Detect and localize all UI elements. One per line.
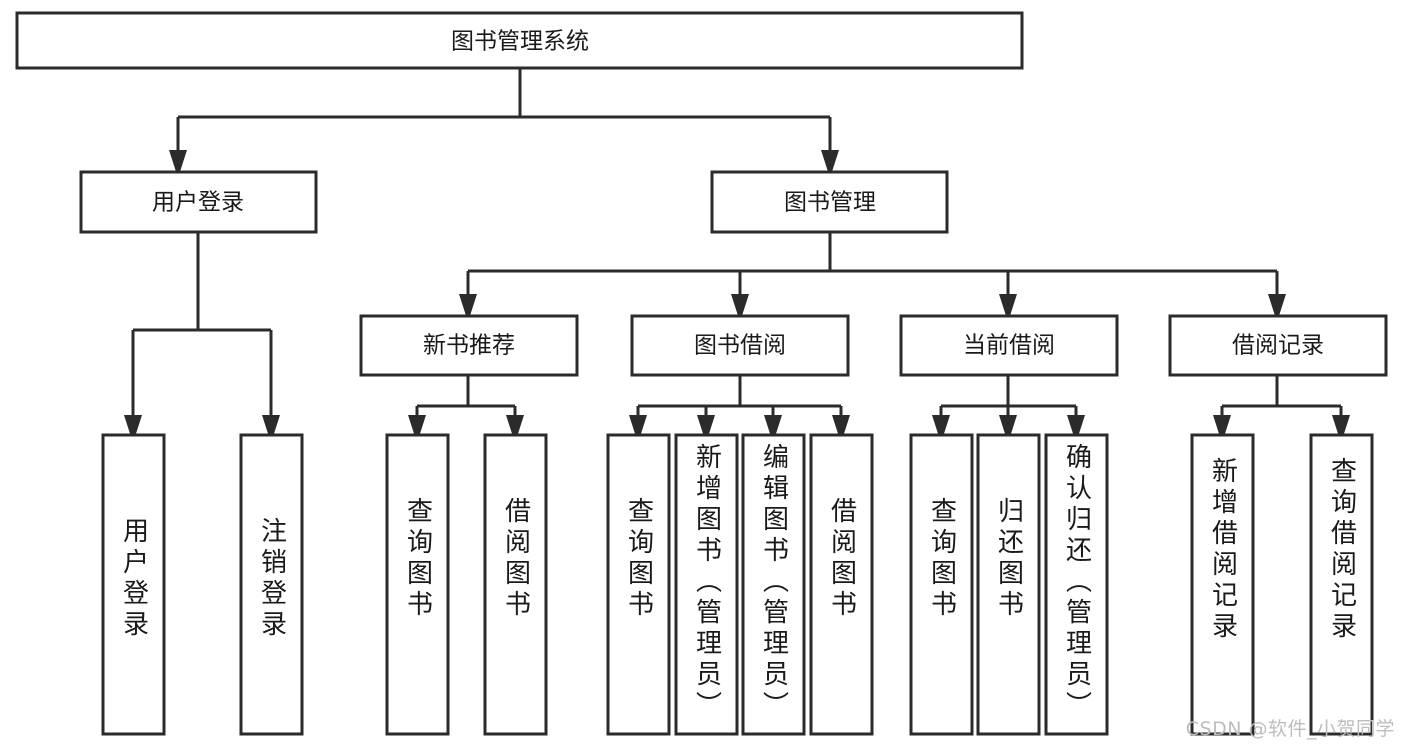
leaf-box-query-book-3[interactable] (909, 433, 974, 736)
node-new-book-recommend[interactable]: 新书推荐 (359, 314, 579, 377)
connector-currentborrow-to-leaves (932, 375, 1085, 443)
leaf-box-edit-book-admin[interactable] (741, 433, 806, 736)
leaf-box-return-book[interactable] (976, 433, 1041, 736)
watermark: CSDN @软件_小贺同学 (1185, 718, 1395, 740)
node-book-borrow-label: 图书借阅 (694, 333, 786, 359)
node-borrow-record-label: 借阅记录 (1232, 333, 1324, 359)
leaf-box-query-book-2[interactable] (606, 433, 671, 736)
node-root[interactable]: 图书管理系统 (15, 11, 1024, 70)
connector-bookborrow-to-leaves (629, 375, 850, 443)
node-current-borrow[interactable]: 当前借阅 (899, 314, 1119, 377)
leaf-box-add-book-admin[interactable] (674, 433, 739, 736)
node-borrow-record[interactable]: 借阅记录 (1168, 314, 1388, 377)
node-book-management-label: 图书管理 (784, 190, 876, 216)
leaf-box-add-borrow-record[interactable] (1190, 433, 1255, 736)
leaf-box-logout-login[interactable] (239, 433, 304, 736)
node-user-login[interactable]: 用户登录 (79, 170, 318, 234)
connector-bookmgmt-to-level3 (459, 232, 1286, 322)
leaf-box-borrow-book-1[interactable] (483, 433, 548, 736)
node-book-borrow[interactable]: 图书借阅 (630, 314, 850, 377)
connector-newbook-to-leaves (408, 375, 524, 443)
leaf-box-user-login[interactable] (101, 433, 166, 736)
leaf-box-query-book-1[interactable] (385, 433, 450, 736)
node-current-borrow-label: 当前借阅 (963, 333, 1055, 359)
connector-root-to-level2 (169, 68, 839, 178)
node-new-book-recommend-label: 新书推荐 (423, 333, 515, 359)
leaf-box-confirm-return-admin[interactable] (1044, 433, 1109, 736)
leaf-box-borrow-book-2[interactable] (809, 433, 874, 736)
connector-userlogin-to-leaves (124, 232, 280, 443)
leaf-box-query-borrow-record[interactable] (1309, 433, 1374, 736)
connector-borrowrecord-to-leaves (1213, 375, 1350, 443)
node-book-management[interactable]: 图书管理 (710, 170, 949, 234)
node-user-login-label: 用户登录 (152, 190, 244, 216)
node-root-label: 图书管理系统 (451, 29, 589, 55)
